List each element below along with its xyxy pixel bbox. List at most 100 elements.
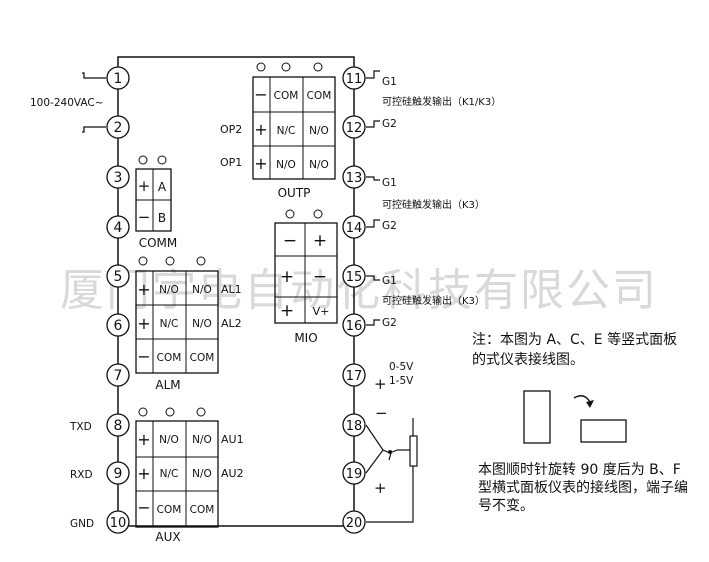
vertical-panel-icon (523, 390, 551, 444)
svg-text:−: − (254, 85, 267, 104)
svg-text:+: + (137, 314, 150, 333)
power-wires (82, 72, 106, 133)
svg-text:G1: G1 (382, 177, 397, 189)
terminal-15: 15 (342, 264, 366, 288)
comm-title: COMM (139, 236, 178, 250)
pot-wiper-dot (388, 450, 392, 454)
svg-text:+: + (137, 280, 150, 299)
scr-output-label-3: 可控硅触发输出（K3） (382, 294, 485, 307)
voltage-1-5v: 1-5V (389, 375, 414, 387)
svg-text:8: 8 (114, 418, 123, 434)
svg-text:COM: COM (157, 352, 182, 364)
right-terminals: 11 12 13 14 15 16 17 18 19 20 (342, 66, 366, 534)
note-vertical: 注：本图为 A、C、E 等竖式面板的式仪表接线图。 (472, 332, 678, 368)
op2-label: OP2 (220, 123, 242, 136)
horizontal-panel-icon (580, 419, 627, 443)
rotate-arrow-head-icon (586, 400, 594, 408)
svg-text:7: 7 (114, 368, 123, 384)
svg-text:9: 9 (114, 466, 123, 482)
comm-plus: + (138, 177, 151, 195)
svg-text:3: 3 (114, 170, 123, 186)
svg-text:17: 17 (346, 369, 363, 384)
svg-text:N/O: N/O (192, 318, 212, 330)
svg-text:−: − (137, 498, 150, 517)
gnd-label: GND (70, 518, 94, 530)
terminal-17: 17 (342, 363, 366, 387)
aux-title: AUX (155, 530, 180, 544)
outp-title: OUTP (278, 186, 311, 200)
mio-title: MIO (294, 331, 317, 345)
svg-text:2: 2 (114, 120, 123, 136)
terminal-3: 3 (106, 165, 130, 189)
comm-a: A (158, 180, 167, 194)
svg-text:20: 20 (346, 516, 363, 531)
terminal-19: 19 (342, 461, 366, 485)
svg-text:4: 4 (114, 220, 123, 236)
scr-output-label-1: 可控硅触发输出（K1/K3） (382, 95, 501, 108)
svg-text:N/O: N/O (192, 468, 212, 480)
terminal-20: 20 (342, 510, 366, 534)
svg-text:N/C: N/C (160, 318, 179, 330)
outp-block: − COM COM + N/C N/O OP2 + N/O N/O OP1 OU… (220, 62, 336, 200)
rxd-label: RXD (70, 469, 93, 481)
svg-text:N/O: N/O (309, 159, 329, 171)
note-horizontal: 本图顺时针旋转 90 度后为 B、F 型横式面板仪表的接线图，端子编号不变。 (478, 462, 688, 514)
terminal-panel (117, 56, 355, 527)
svg-text:N/O: N/O (159, 284, 179, 296)
aux-au2-label: AU2 (221, 467, 244, 480)
svg-text:14: 14 (346, 221, 363, 236)
svg-text:1: 1 (114, 71, 123, 87)
svg-text:N/O: N/O (192, 284, 212, 296)
svg-text:18: 18 (346, 419, 363, 434)
svg-text:19: 19 (346, 467, 363, 482)
mio-minus: − (283, 231, 297, 251)
right-wiring (366, 70, 380, 326)
svg-text:6: 6 (114, 318, 123, 334)
txd-label: TXD (69, 421, 92, 433)
terminal-14: 14 (342, 215, 366, 239)
svg-text:+: + (254, 154, 267, 173)
comm-block: + A − B COMM (135, 155, 178, 250)
svg-text:10: 10 (110, 516, 127, 531)
svg-text:N/C: N/C (160, 468, 179, 480)
svg-text:5: 5 (114, 269, 123, 285)
mio-block: − + + − + V+ MIO (274, 209, 338, 345)
svg-text:+: + (137, 430, 150, 449)
terminal-5: 5 (106, 264, 130, 288)
minus-18: − (375, 404, 388, 422)
svg-text:G1: G1 (382, 275, 397, 287)
svg-text:−: − (137, 347, 150, 366)
svg-text:N/O: N/O (192, 434, 212, 446)
terminal-11: 11 (342, 66, 366, 90)
svg-text:15: 15 (346, 270, 363, 285)
svg-text:−: − (313, 267, 327, 287)
svg-text:COM: COM (307, 90, 332, 102)
svg-text:G2: G2 (382, 220, 397, 232)
alm-title: ALM (155, 378, 180, 392)
power-label: 100-240VAC~ (30, 97, 104, 109)
mio-plus: + (313, 231, 327, 251)
svg-text:+: + (280, 267, 294, 287)
svg-text:G2: G2 (382, 118, 397, 130)
terminal-10: 10 (106, 510, 130, 534)
op1-label: OP1 (220, 156, 242, 169)
svg-text:N/O: N/O (309, 125, 329, 137)
svg-text:+: + (254, 120, 267, 139)
terminal-9: 9 (106, 461, 130, 485)
svg-text:13: 13 (346, 171, 363, 186)
svg-text:COM: COM (274, 90, 299, 102)
svg-text:G2: G2 (382, 317, 397, 329)
svg-text:N/C: N/C (277, 125, 296, 137)
terminal-8: 8 (106, 413, 130, 437)
svg-text:12: 12 (346, 121, 363, 136)
terminal-12: 12 (342, 115, 366, 139)
svg-text:+: + (374, 375, 387, 393)
comm-minus: − (138, 208, 151, 226)
scr-output-label-2: 可控硅触发输出（K3） (382, 198, 485, 211)
alm-al1-label: AL1 (221, 283, 242, 296)
svg-text:COM: COM (190, 352, 215, 364)
terminal-6: 6 (106, 313, 130, 337)
rotate-arrow-icon (573, 395, 591, 403)
svg-text:11: 11 (346, 72, 363, 87)
terminal-2: 2 (106, 115, 130, 139)
